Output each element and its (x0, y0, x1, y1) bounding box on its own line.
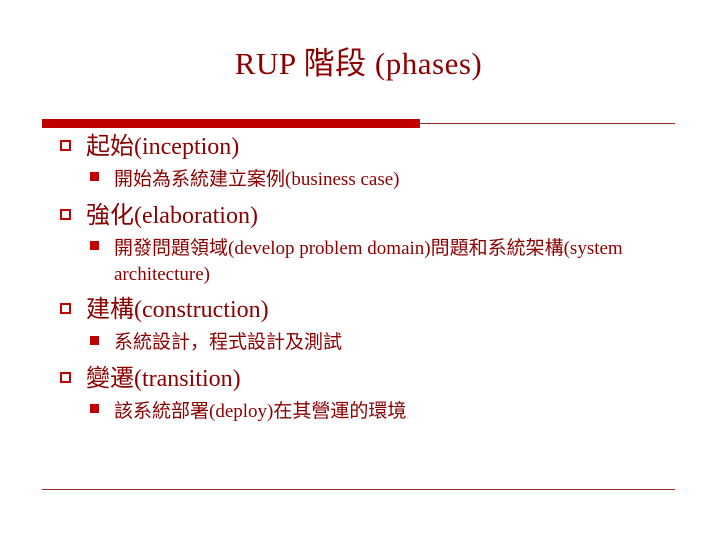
sub-list-item: 開發問題領域(develop problem domain)問題和系統架構(sy… (42, 236, 682, 287)
sub-list-item-label: 開始為系統建立案例(business case) (114, 169, 400, 191)
sub-list-item: 系統設計，程式設計及測試 (42, 330, 682, 356)
sub-list-item-label: 系統設計，程式設計及測試 (114, 332, 343, 354)
sub-list-item-label: 開發問題領域(develop problem domain)問題和系統架構(sy… (114, 238, 623, 285)
square-bullet-icon (90, 330, 114, 353)
ring-bullet-icon (60, 132, 86, 158)
list-item-label: 強化(elaboration) (86, 202, 258, 229)
sub-list-item: 該系統部署(deploy)在其營運的環境 (42, 399, 682, 425)
list-item: 起始(inception) (42, 132, 682, 163)
slide-body: 起始(inception) 開始為系統建立案例(business case) 強… (42, 132, 682, 433)
divider-accent-bar (42, 119, 420, 128)
title-divider (42, 119, 675, 129)
square-bullet-icon (90, 167, 114, 190)
bottom-divider (42, 489, 675, 490)
page-title: RUP 階段 (phases) (234, 46, 483, 81)
list-item: 建構(construction) (42, 295, 682, 326)
list-item-label: 變遷(transition) (86, 366, 241, 393)
list-item-label: 建構(construction) (86, 297, 269, 324)
list-item-label: 起始(inception) (86, 134, 240, 160)
list-item: 變遷(transition) (42, 364, 682, 395)
ring-bullet-icon (60, 295, 86, 321)
ring-bullet-icon (60, 201, 86, 227)
sub-list-item-label: 該系統部署(deploy)在其營運的環境 (114, 401, 407, 423)
ring-bullet-icon (60, 364, 86, 390)
square-bullet-icon (90, 236, 114, 259)
square-bullet-icon (90, 399, 114, 422)
list-item: 強化(elaboration) (42, 201, 682, 232)
sub-list-item: 開始為系統建立案例(business case) (42, 167, 682, 193)
